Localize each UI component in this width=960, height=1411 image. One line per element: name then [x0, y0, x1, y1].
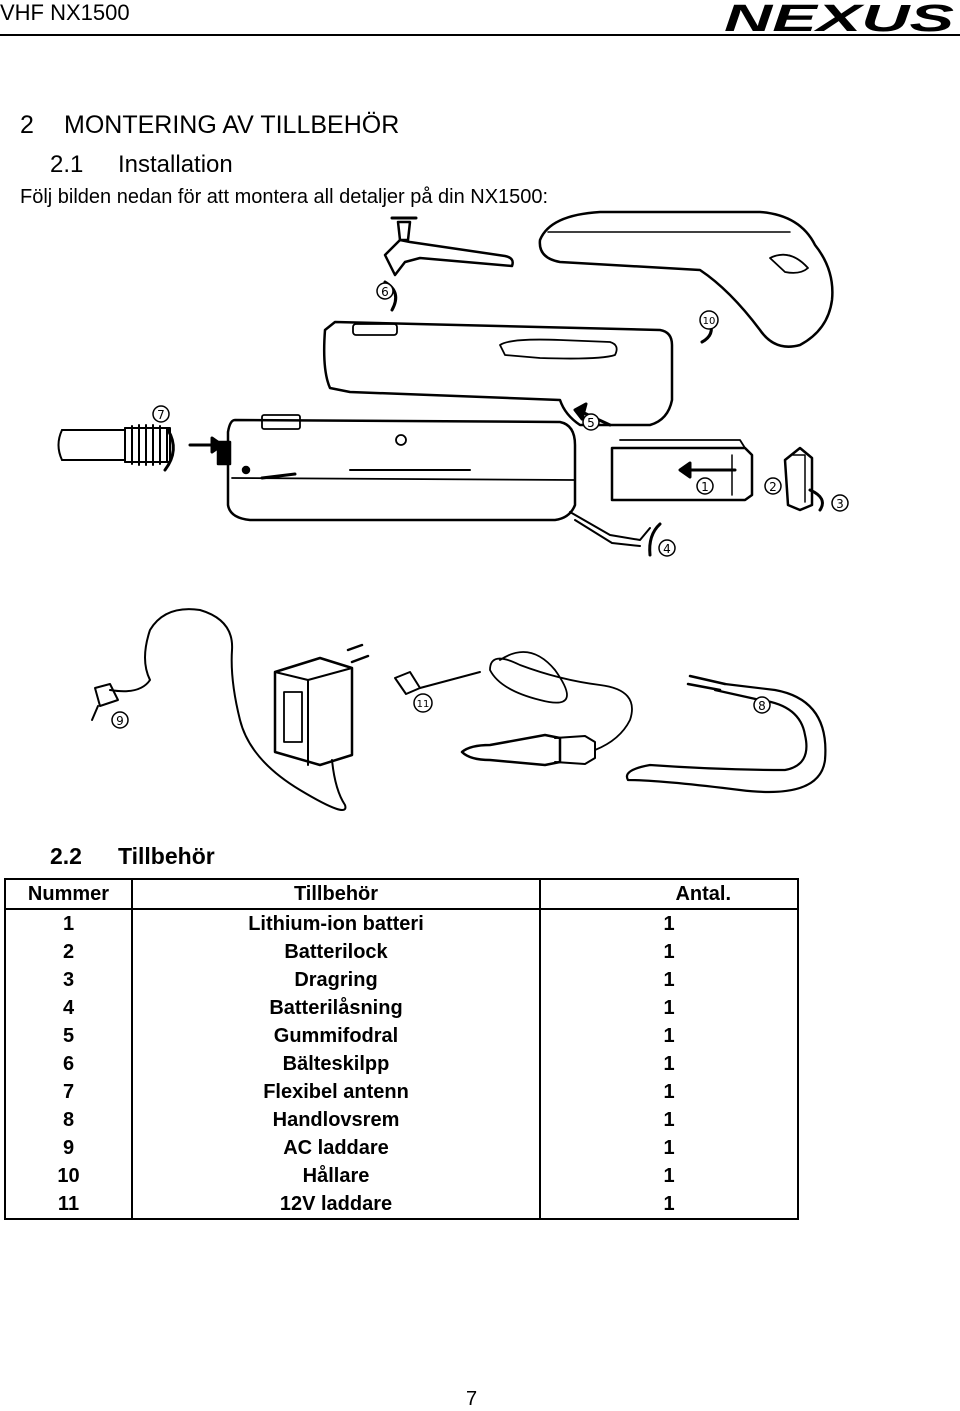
callout-5: 5: [582, 413, 600, 431]
cell-quantity: 1: [539, 1190, 799, 1219]
cell-accessory: 12V laddare: [131, 1190, 541, 1219]
cell-quantity: 1: [539, 909, 799, 938]
cell-number: 9: [4, 1134, 133, 1162]
cell-quantity: 1: [539, 1106, 799, 1134]
section-number: 2: [20, 111, 34, 139]
svg-text:8: 8: [758, 699, 766, 713]
callout-7: 7: [152, 405, 170, 423]
battery-latch-drawing: [569, 511, 651, 547]
cell-number: 5: [4, 1022, 133, 1050]
antenna-drawing: [61, 429, 126, 461]
cell-accessory: Bälteskilpp: [131, 1050, 541, 1078]
belt-clip-drawing: [383, 238, 514, 277]
cell-accessory: Dragring: [131, 966, 541, 994]
cell-quantity: 1: [539, 994, 799, 1022]
car-charger-drawing: [460, 733, 562, 767]
callout-2: 2: [764, 477, 782, 495]
cell-number: 8: [4, 1106, 133, 1134]
cell-accessory: AC laddare: [131, 1134, 541, 1162]
holder-drawing: [538, 210, 834, 348]
svg-text:5: 5: [587, 416, 595, 430]
header-rule: [0, 34, 960, 36]
subsection-accessories-title: Tillbehör: [118, 843, 215, 869]
intro-text: Följ bilden nedan för att montera all de…: [20, 186, 549, 208]
callout-4: 4: [658, 539, 676, 557]
cell-quantity: 1: [539, 1162, 799, 1190]
table-header-row: Nummer Tillbehör Antal.: [4, 879, 799, 910]
rubber-sleeve-drawing: [322, 320, 674, 427]
svg-text:3: 3: [836, 497, 844, 511]
header-quantity: Antal.: [539, 879, 799, 910]
battery-cover-drawing: [783, 446, 814, 512]
cell-accessory: Batterilock: [131, 938, 541, 966]
header-accessory: Tillbehör: [131, 879, 541, 910]
cell-quantity: 1: [539, 1078, 799, 1106]
cell-number: 6: [4, 1050, 133, 1078]
nexus-logo: NEXUS: [724, 2, 954, 34]
cell-accessory: Handlovsrem: [131, 1106, 541, 1134]
cell-number: 4: [4, 994, 133, 1022]
header-title: VHF NX1500: [0, 0, 130, 25]
callout-1: 1: [696, 477, 714, 495]
cell-accessory: Hållare: [131, 1162, 541, 1190]
svg-text:6: 6: [381, 285, 389, 299]
callout-3: 3: [831, 494, 849, 512]
cell-accessory: Gummifodral: [131, 1022, 541, 1050]
page-number: 7: [466, 1388, 478, 1410]
cell-accessory: Batterilåsning: [131, 994, 541, 1022]
section-heading: 2 MONTERING AV TILLBEHÖR: [20, 111, 399, 140]
subsection-installation-number: 2.1: [50, 151, 84, 178]
cell-number: 1: [4, 909, 133, 938]
subsection-accessories-number: 2.2: [50, 843, 82, 869]
cell-quantity: 1: [539, 1022, 799, 1050]
cell-number: 10: [4, 1162, 133, 1190]
cell-accessory: Lithium-ion batteri: [131, 909, 541, 938]
radio-body-drawing: [226, 418, 577, 522]
wrist-strap-drawing: [625, 682, 827, 794]
section-title: MONTERING AV TILLBEHÖR: [64, 111, 400, 139]
ac-charger-drawing: [273, 656, 354, 767]
subsection-accessories-heading: 2.2 Tillbehör: [50, 843, 215, 870]
header-number: Nummer: [4, 879, 133, 910]
cell-accessory: Flexibel antenn: [131, 1078, 541, 1106]
cell-number: 3: [4, 966, 133, 994]
battery-drawing: [610, 446, 754, 502]
callout-10: 10: [699, 310, 719, 330]
cell-number: 7: [4, 1078, 133, 1106]
cell-number: 11: [4, 1190, 133, 1219]
callout-11: 11: [413, 693, 433, 713]
cell-quantity: 1: [539, 938, 799, 966]
callout-9: 9: [111, 711, 129, 729]
callout-6: 6: [376, 282, 394, 300]
cell-number: 2: [4, 938, 133, 966]
svg-text:10: 10: [703, 316, 716, 327]
subsection-installation-title: Installation: [118, 151, 233, 178]
svg-text:2: 2: [769, 480, 777, 494]
cell-quantity: 1: [539, 1134, 799, 1162]
cell-quantity: 1: [539, 966, 799, 994]
cell-quantity: 1: [539, 1050, 799, 1078]
callout-8: 8: [753, 696, 771, 714]
svg-text:7: 7: [157, 408, 165, 422]
subsection-installation-heading: 2.1 Installation: [50, 151, 233, 179]
svg-text:1: 1: [701, 480, 709, 494]
svg-text:NEXUS: NEXUS: [724, 2, 954, 34]
svg-text:11: 11: [417, 699, 430, 710]
svg-text:9: 9: [116, 714, 124, 728]
svg-text:4: 4: [663, 542, 671, 556]
assembly-figure: 1 2 3 4 5 6 7 8 9 10 11: [57, 210, 849, 811]
